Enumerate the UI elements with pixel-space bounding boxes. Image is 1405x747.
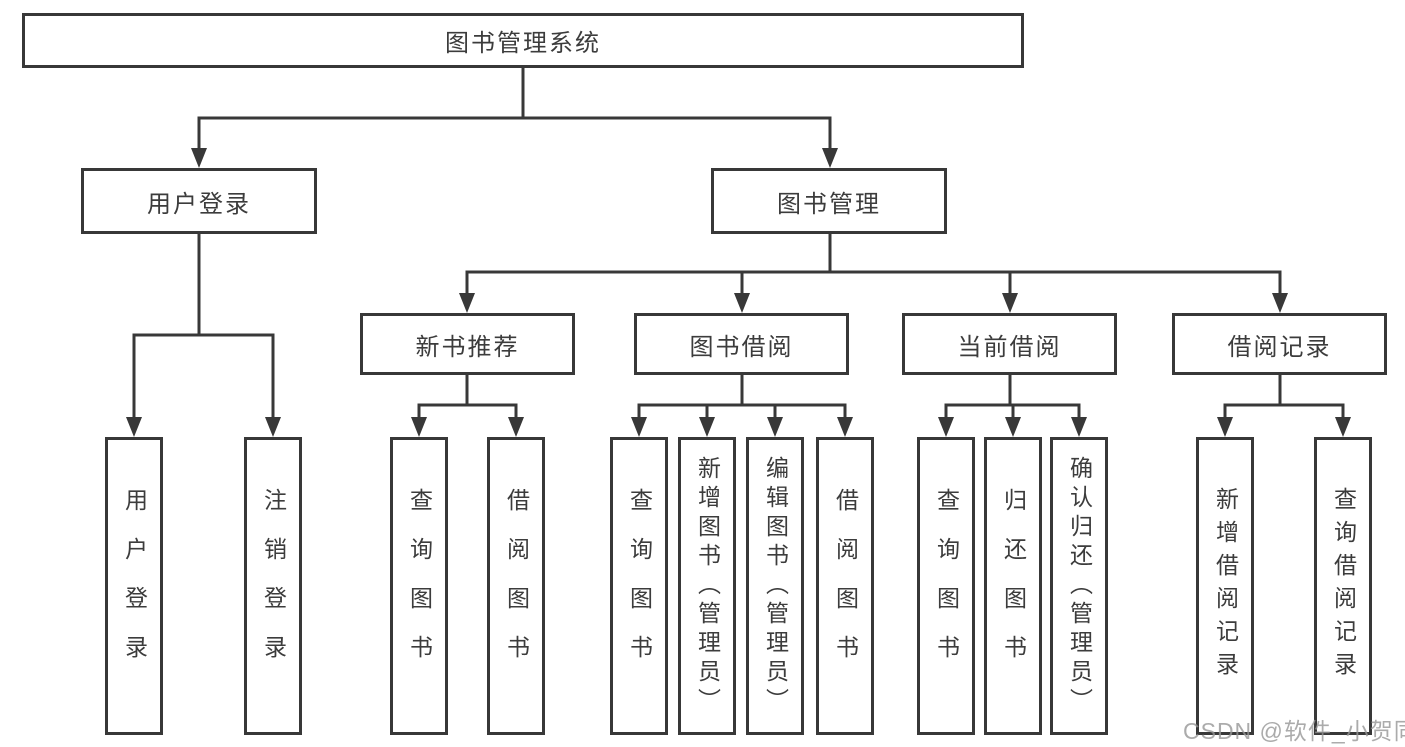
- node-label: 当前借阅: [957, 333, 1062, 361]
- leaf-query-book-current: 查询图书: [917, 437, 975, 735]
- arrowhead-icon: [767, 417, 783, 437]
- arrowhead-icon: [191, 148, 207, 168]
- leaf-return-book: 归还图书: [984, 437, 1042, 735]
- arrowhead-icon: [508, 417, 524, 437]
- arrowhead-icon: [411, 417, 427, 437]
- node-label: 图书借阅: [689, 333, 794, 361]
- node-user-login: 用户登录: [81, 168, 317, 234]
- arrowhead-icon: [1335, 417, 1351, 437]
- leaf-query-borrow-record: 查询借阅记录: [1314, 437, 1372, 735]
- leaf-label: 用户登录: [121, 488, 148, 684]
- arrowhead-icon: [459, 293, 475, 313]
- leaf-borrow-book: 借阅图书: [816, 437, 874, 735]
- leaf-confirm-return-admin: 确认归还（管理员）: [1050, 437, 1108, 735]
- arrowhead-icon: [1217, 417, 1233, 437]
- leaf-label: 借阅图书: [832, 488, 859, 684]
- arrowhead-icon: [1005, 417, 1021, 437]
- leaf-label: 查询图书: [933, 488, 960, 684]
- leaf-label: 注销登录: [260, 488, 287, 684]
- node-book-management: 图书管理: [711, 168, 947, 234]
- leaf-label: 借阅图书: [503, 488, 530, 684]
- arrowhead-icon: [631, 417, 647, 437]
- leaf-query-book-recommend: 查询图书: [390, 437, 448, 735]
- leaf-logout-login: 注销登录: [244, 437, 302, 735]
- leaf-query-book-borrow: 查询图书: [610, 437, 668, 735]
- node-label: 用户登录: [147, 190, 251, 218]
- node-book-borrow: 图书借阅: [634, 313, 849, 375]
- leaf-add-borrow-record: 新增借阅记录: [1196, 437, 1254, 735]
- csdn-watermark: CSDN @软件_小贺同学: [1183, 718, 1405, 744]
- node-library-management-system: 图书管理系统: [22, 13, 1024, 68]
- leaf-borrow-book-recommend: 借阅图书: [487, 437, 545, 735]
- node-label: 图书管理系统: [445, 30, 601, 57]
- leaf-label: 编辑图书（管理员）: [762, 455, 789, 717]
- leaf-label: 查询图书: [406, 488, 433, 684]
- node-current-borrow: 当前借阅: [902, 313, 1117, 375]
- arrowhead-icon: [126, 417, 142, 437]
- node-label: 借阅记录: [1227, 333, 1332, 361]
- arrowhead-icon: [699, 417, 715, 437]
- arrowhead-icon: [837, 417, 853, 437]
- leaf-add-book-admin: 新增图书（管理员）: [678, 437, 736, 735]
- arrowhead-icon: [938, 417, 954, 437]
- node-label: 新书推荐: [415, 333, 520, 361]
- leaf-user-login: 用户登录: [105, 437, 163, 735]
- node-borrow-record: 借阅记录: [1172, 313, 1387, 375]
- leaf-label: 归还图书: [1000, 488, 1027, 684]
- leaf-edit-book-admin: 编辑图书（管理员）: [746, 437, 804, 735]
- arrowhead-icon: [1002, 293, 1018, 313]
- leaf-label: 新增图书（管理员）: [694, 455, 721, 717]
- arrowhead-icon: [1071, 417, 1087, 437]
- node-label: 图书管理: [777, 190, 881, 218]
- leaf-label: 确认归还（管理员）: [1066, 455, 1093, 717]
- leaf-label: 新增借阅记录: [1212, 487, 1239, 685]
- node-new-book-recommend: 新书推荐: [360, 313, 575, 375]
- leaf-label: 查询借阅记录: [1330, 487, 1357, 685]
- arrowhead-icon: [265, 417, 281, 437]
- arrowhead-icon: [822, 148, 838, 168]
- arrowhead-icon: [1272, 293, 1288, 313]
- leaf-label: 查询图书: [626, 488, 653, 684]
- arrowhead-icon: [734, 293, 750, 313]
